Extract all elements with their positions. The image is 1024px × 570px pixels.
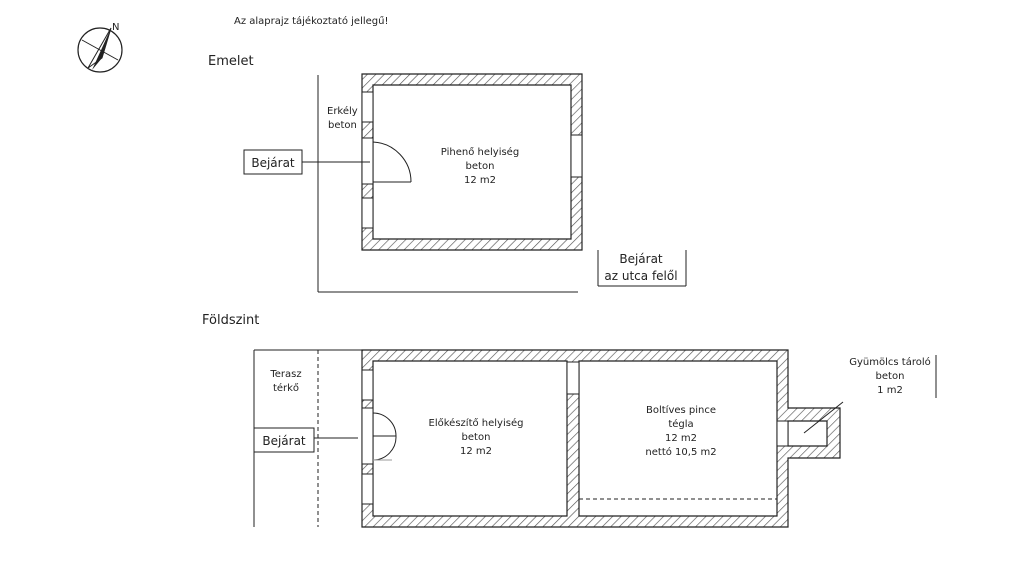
upper-entrance-box <box>243 149 303 175</box>
disclaimer-note: Az alaprajz tájékoztató jellegű! <box>234 15 388 27</box>
upper-floor-title: Emelet <box>208 54 254 69</box>
storage-material: beton <box>876 371 905 382</box>
north-letter: N <box>112 22 119 33</box>
ground-floor-title: Földszint <box>202 313 259 328</box>
upper-room-name: Pihenő helyiség <box>441 146 519 158</box>
north-arrow-icon: N <box>77 22 123 73</box>
street-entrance-line1: Bejárat <box>619 252 663 266</box>
upper-entrance-label: Bejárat <box>251 156 295 170</box>
terrace-name: Terasz <box>269 369 301 380</box>
ground-double-door-icon <box>372 412 397 461</box>
street-entrance-line2: az utca felől <box>604 269 677 283</box>
storage-leader <box>803 401 844 434</box>
storage-area: 1 m2 <box>877 385 903 396</box>
ground-floor-walls <box>361 349 841 528</box>
prep-room-material: beton <box>462 432 491 443</box>
upper-room-walls <box>361 73 583 251</box>
balcony-name: Erkély <box>327 105 358 117</box>
prep-room-name: Előkészítő helyiség <box>429 417 524 429</box>
prep-room-area: 12 m2 <box>460 446 492 457</box>
ground-entrance-box <box>253 427 315 453</box>
cellar-area: 12 m2 <box>665 433 697 444</box>
upper-room-area: 12 m2 <box>464 175 496 186</box>
balcony-material: beton <box>328 120 357 131</box>
ground-entrance-label: Bejárat <box>262 434 306 448</box>
terrace-material: térkő <box>273 382 299 394</box>
cellar-net-area: nettó 10,5 m2 <box>645 446 716 458</box>
cellar-material: tégla <box>668 418 693 430</box>
upper-door-icon <box>372 141 412 183</box>
storage-name: Gyümölcs tároló <box>849 356 930 368</box>
upper-room-material: beton <box>466 161 495 172</box>
cellar-name: Boltíves pince <box>646 404 716 416</box>
